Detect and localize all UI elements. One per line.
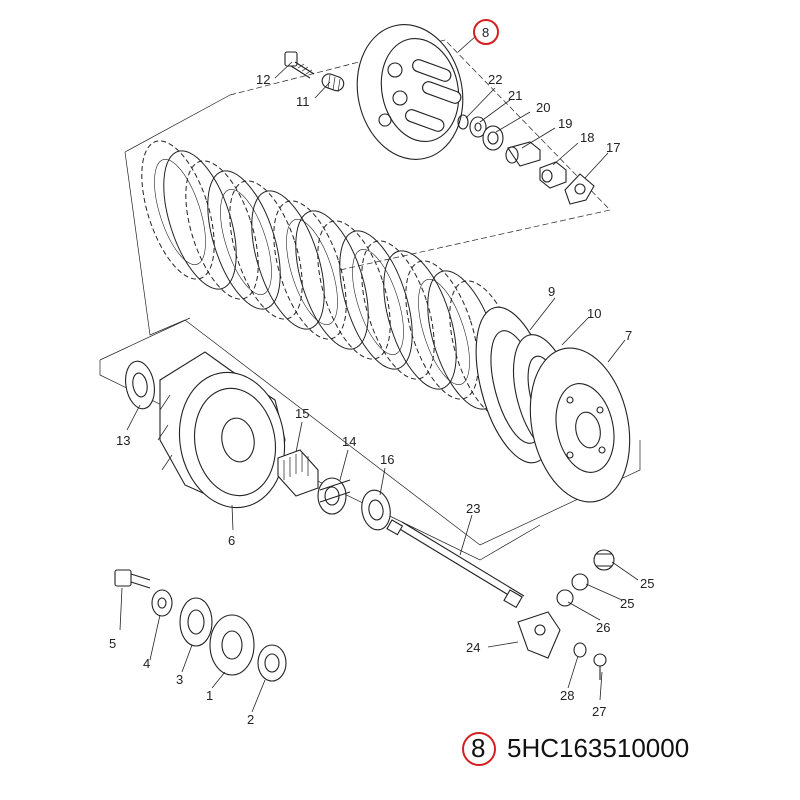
thrust-washer-13 [125,360,155,410]
callout-20: 20 [536,100,550,115]
leader-lines [119,35,639,713]
callout-15: 15 [295,406,309,421]
callout-12: 12 [256,72,270,87]
push-lever-24 [517,611,561,659]
callout-24: 24 [466,640,480,655]
callout-labels: 12 11 22 21 20 19 18 17 9 10 7 13 6 15 1… [109,72,654,727]
nut-18 [539,161,567,189]
callout-22: 22 [488,72,502,87]
callout-5: 5 [109,636,116,651]
pressure-plate [356,24,464,160]
part-reference-marker: 8 [471,733,486,763]
callout-28: 28 [560,688,574,703]
callout-11: 11 [296,94,310,109]
spacer-14 [317,477,351,515]
callout-6: 6 [228,533,235,548]
clutch-boss-7 [529,347,631,503]
callout-25-upper: 25 [640,576,654,591]
push-rod-19 [505,141,541,167]
washer-21 [469,116,487,138]
callout-13: 13 [116,433,130,448]
bushing-25-lower [571,573,589,591]
screw-27 [593,653,607,680]
washer-16 [361,489,391,531]
callout-8-highlighted[interactable]: 8 [473,19,499,45]
callout-14: 14 [342,434,356,449]
callout-18: 18 [580,130,594,145]
gear-1 [209,614,255,676]
callout-26: 26 [596,620,610,635]
highlight-circle [473,19,499,45]
callout-17: 17 [606,140,620,155]
bolt-12 [284,51,315,79]
callout-21: 21 [508,88,522,103]
lock-washer-17 [564,173,595,205]
callout-2: 2 [247,712,254,727]
washer-4 [151,589,173,617]
callout-16: 16 [380,452,394,467]
callout-23: 23 [466,501,480,516]
circlip-22 [457,114,469,130]
part-number-text: 5HC163510000 [507,733,690,763]
part-reference-marker-circle [462,732,496,766]
upper-group-boundary [229,39,611,271]
plates-group-boundary [124,151,641,546]
oil-seal-2 [257,644,287,682]
washer-28 [573,642,587,658]
callout-3: 3 [176,672,183,687]
washer-26 [556,589,574,607]
callout-8: 8 [482,25,489,40]
callout-9: 9 [548,284,555,299]
callout-1: 1 [206,688,213,703]
spring-11 [321,73,345,93]
plates-boundary-top [124,94,231,153]
gear-3 [179,597,213,647]
push-rod-23 [386,519,525,609]
callout-7: 7 [625,328,632,343]
callout-25-lower: 25 [620,596,634,611]
callout-27: 27 [592,704,606,719]
clutch-housing-6 [157,351,286,509]
bearing-20 [482,125,504,151]
bolt-5 [114,569,151,589]
bushing-25-upper [593,549,615,571]
callout-19: 19 [558,116,572,131]
callout-4: 4 [143,656,150,671]
needle-bearing-15 [277,449,319,497]
callout-10: 10 [587,306,601,321]
